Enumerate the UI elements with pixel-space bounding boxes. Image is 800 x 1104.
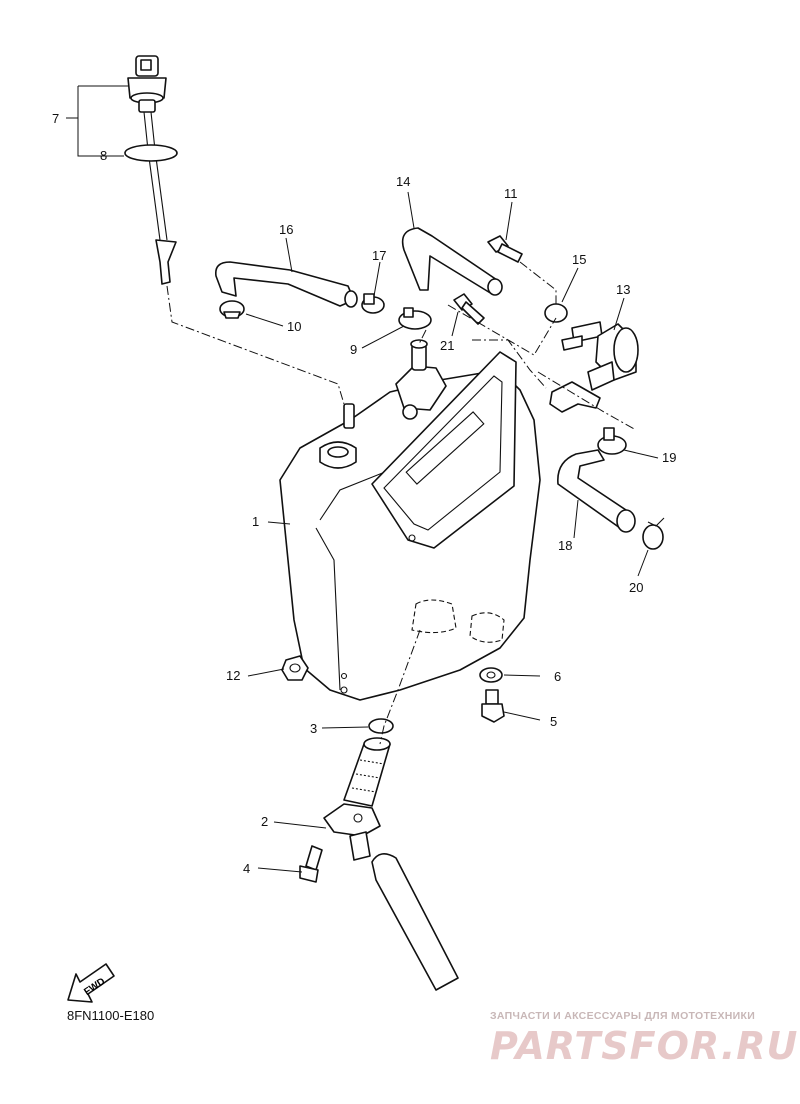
callout-1: 1 — [252, 514, 259, 529]
callout-21: 21 — [440, 338, 454, 353]
fitting-2 — [323, 803, 381, 861]
drain-bolt-5 — [481, 689, 505, 723]
callout-8: 8 — [100, 148, 107, 163]
leader-lines — [66, 85, 659, 873]
callout-12: 12 — [226, 668, 240, 683]
dipstick-o-ring — [124, 144, 178, 162]
callout-3: 3 — [310, 721, 317, 736]
callout-5: 5 — [550, 714, 557, 729]
washer-6 — [479, 667, 503, 683]
callout-17: 17 — [372, 248, 386, 263]
watermark-caption: ЗАПЧАСТИ И АКСЕССУАРЫ ДЛЯ МОТОТЕХНИКИ — [490, 1010, 756, 1022]
callout-13: 13 — [616, 282, 630, 297]
callout-18: 18 — [558, 538, 572, 553]
breather-hose — [214, 261, 358, 308]
hose-18-end — [616, 509, 636, 533]
hose-clamp-17 — [361, 293, 385, 314]
callout-10: 10 — [287, 319, 301, 334]
dipstick — [127, 55, 177, 285]
callout-6: 6 — [554, 669, 561, 684]
hose-clamp-9 — [398, 307, 432, 330]
nut-12 — [281, 655, 309, 681]
bolt-21 — [453, 293, 485, 325]
callout-20: 20 — [629, 580, 643, 595]
callout-11: 11 — [504, 186, 518, 201]
assembly-lines — [166, 261, 637, 745]
bolt-4 — [299, 845, 323, 883]
bolt-11 — [487, 235, 523, 263]
watermark-logo: PARTSFOR.RU — [490, 1024, 799, 1068]
hose-14-end — [487, 278, 503, 296]
oil-tank — [279, 339, 541, 701]
callout-2: 2 — [261, 814, 268, 829]
cap-20 — [642, 517, 665, 550]
callout-7: 7 — [52, 111, 59, 126]
callout-19: 19 — [662, 450, 676, 465]
oil-strainer — [343, 737, 391, 807]
hose-clamp-15 — [544, 303, 568, 323]
outlet-hose — [371, 853, 459, 991]
o-ring-3 — [368, 718, 394, 734]
callout-4: 4 — [243, 861, 250, 876]
callout-9: 9 — [350, 342, 357, 357]
hose-clamp-19 — [597, 427, 627, 455]
hose-18 — [557, 449, 633, 529]
callout-15: 15 — [572, 252, 586, 267]
callout-16: 16 — [279, 222, 293, 237]
hose-clamp-10 — [219, 300, 245, 319]
valve-assembly — [549, 321, 639, 413]
diagram-code: 8FN1100-E180 — [67, 1008, 155, 1023]
callout-14: 14 — [396, 174, 410, 189]
hose-14 — [401, 227, 501, 295]
fwd-arrow-icon: FWD — [67, 963, 115, 1003]
